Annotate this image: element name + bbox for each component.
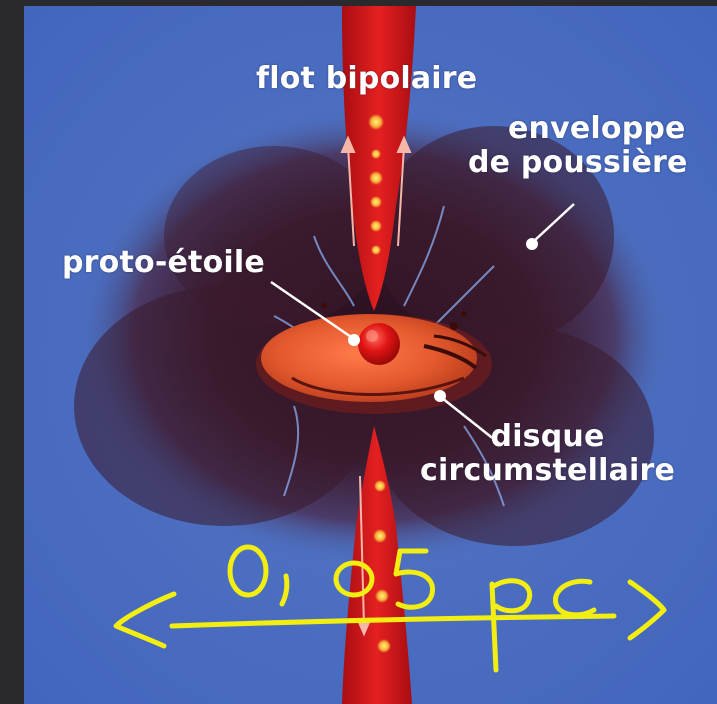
protostar-sphere: [358, 323, 400, 365]
diagram-canvas: flot bipolaire enveloppe de poussière pr…: [24, 6, 717, 704]
label-circumstellar-disk-line1: disque: [420, 420, 675, 454]
label-dust-envelope-line1: enveloppe: [500, 112, 688, 146]
label-bipolar-flow-text: flot bipolaire: [256, 61, 477, 96]
label-bipolar-flow: flot bipolaire: [256, 62, 477, 96]
label-dust-envelope-line2: de poussière: [468, 146, 688, 180]
label-protostar-text: proto-étoile: [62, 245, 265, 280]
label-circumstellar-disk-line2: circumstellaire: [420, 454, 675, 488]
label-dust-envelope: enveloppe de poussière: [500, 112, 688, 180]
protostar-highlight: [366, 330, 378, 342]
label-protostar: proto-étoile: [62, 246, 265, 280]
label-circumstellar-disk: disque circumstellaire: [420, 420, 675, 488]
